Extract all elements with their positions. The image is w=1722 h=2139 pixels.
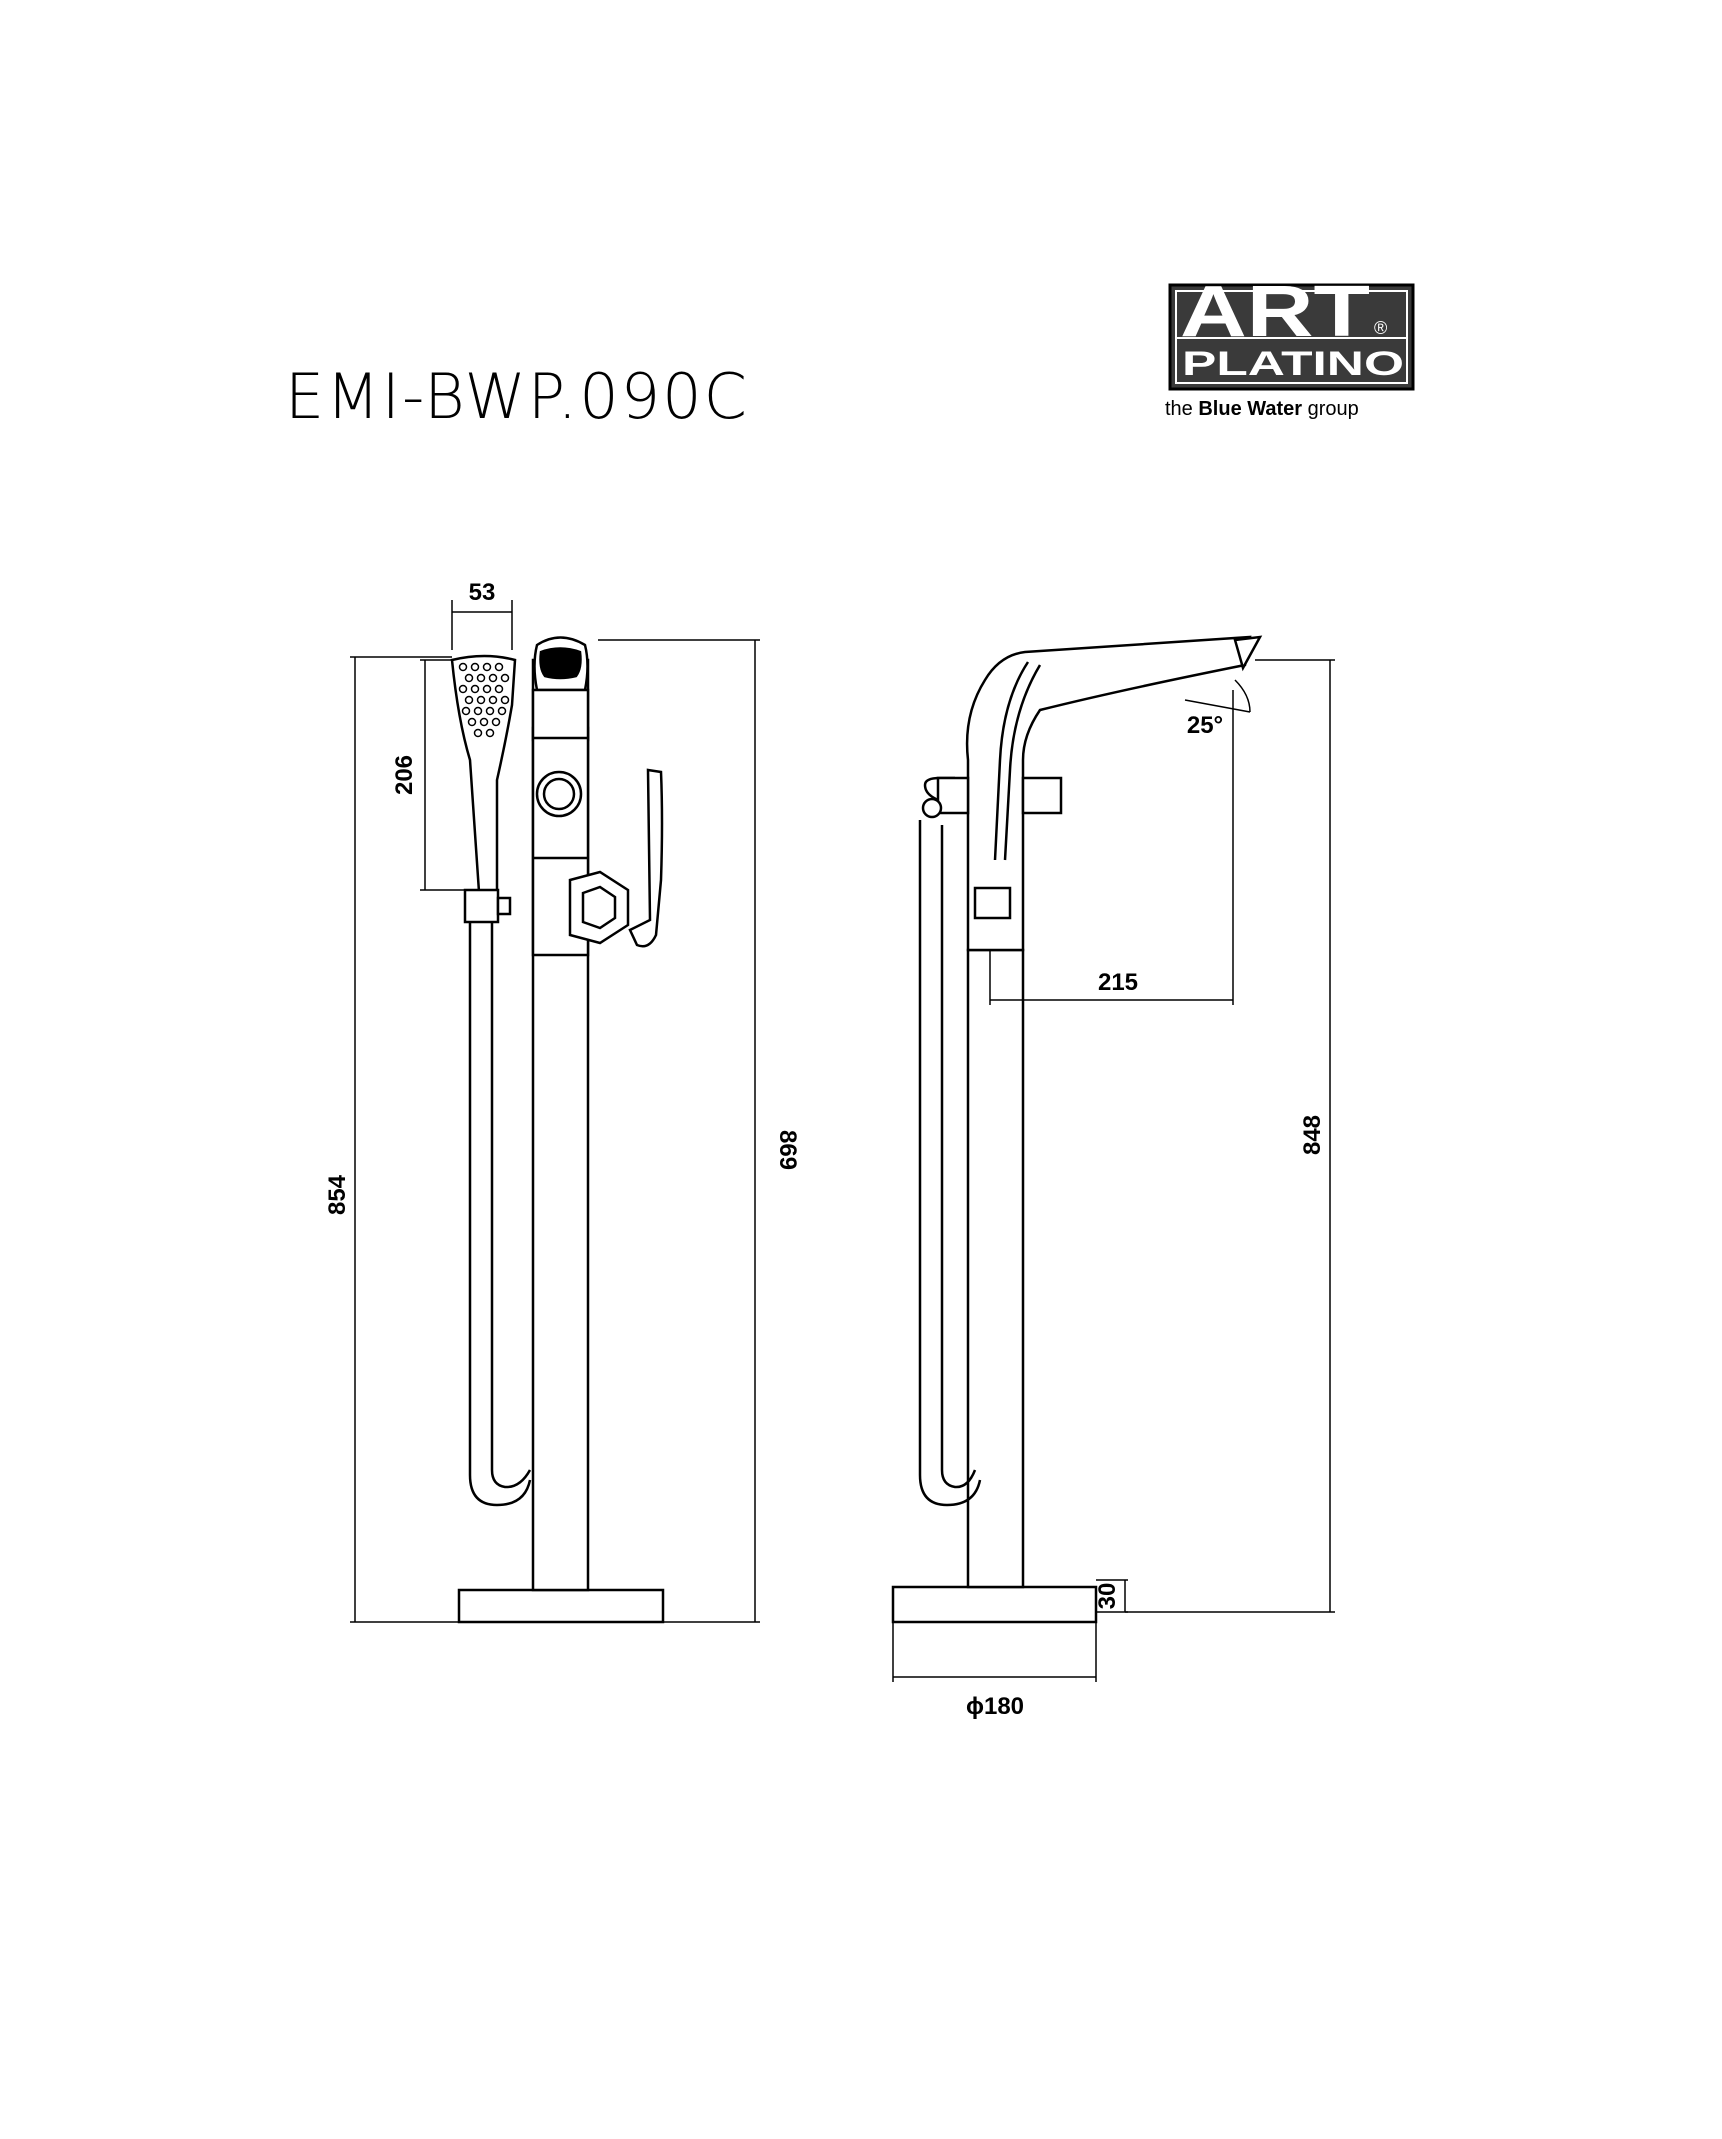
dim-total-height: 869: [774, 1130, 801, 1170]
side-dimension-lines: [892, 659, 1335, 1682]
side-base-plate: [891, 1585, 1098, 1624]
front-lever-handle: [628, 768, 664, 948]
logo-registered-mark: ®: [1374, 318, 1387, 338]
side-column: [966, 948, 1025, 1589]
front-dimension-lines: [350, 600, 760, 1623]
dim-spout-height: 848: [1299, 1115, 1326, 1155]
logo-line1: ART: [1180, 272, 1370, 352]
front-view-drawing: [450, 636, 665, 1624]
handshower-spray-holes: [458, 662, 510, 738]
side-view-drawing: [891, 635, 1263, 1624]
model-code: EMI-BWP.090C: [285, 360, 749, 433]
logo-tagline: the Blue Water group: [1165, 398, 1359, 420]
brand-logo: ART ® PLATINO the Blue Water group: [1165, 272, 1415, 420]
side-outlet-connector: [1021, 776, 1063, 815]
dim-handshower-width: 53: [469, 579, 496, 606]
dim-holder-height: 854: [324, 1174, 351, 1215]
dim-spout-reach: 215: [1098, 969, 1138, 996]
front-mixer-hub: [568, 870, 630, 945]
front-holder: [463, 888, 500, 924]
dim-base-diameter: ϕ180: [966, 1693, 1024, 1720]
front-base-plate: [457, 1588, 665, 1624]
logo-line2: PLATINO: [1182, 345, 1404, 383]
dim-handshower-height: 206: [391, 755, 418, 795]
dim-base-height: 30: [1094, 1583, 1121, 1610]
side-hose-connector: [936, 776, 970, 815]
side-holder: [973, 886, 1012, 920]
dim-spout-angle: 25°: [1187, 712, 1223, 739]
